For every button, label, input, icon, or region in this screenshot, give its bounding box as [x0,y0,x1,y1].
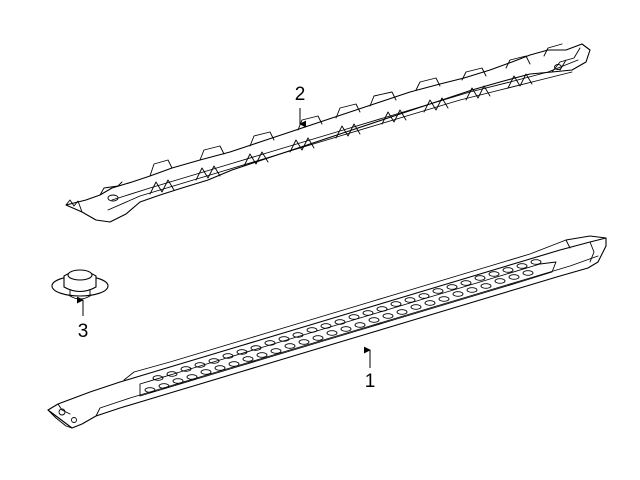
callout-1: 1 [363,346,376,392]
callout-2-label: 2 [295,84,306,105]
callout-3-label: 3 [78,321,89,342]
callout-2: 2 [295,84,307,128]
tread-holes [144,259,542,393]
part-2-mounting-bracket [65,43,591,223]
callout-3: 3 [76,296,89,342]
part-3-clip [51,269,109,300]
callout-1-label: 1 [365,371,376,392]
part-1-running-board [47,235,607,429]
